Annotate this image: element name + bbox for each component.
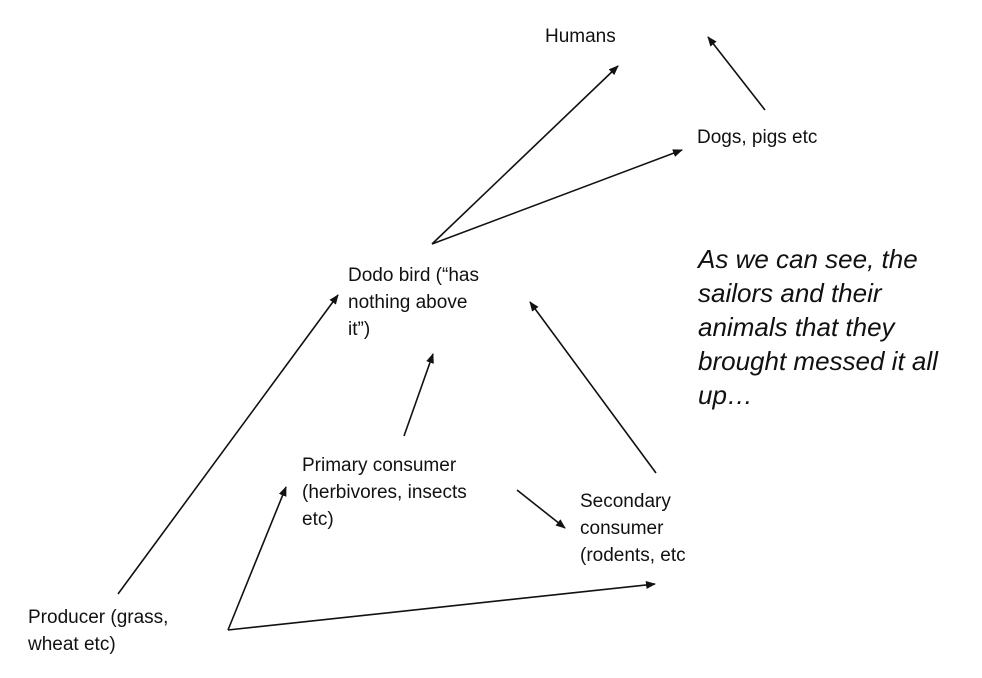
node-dodo-bird: Dodo bird (“has nothing above it”)	[348, 262, 479, 343]
arrow-producer-to-primary	[227, 486, 287, 631]
node-dodo-bird-line-2: nothing above	[348, 292, 468, 313]
arrow-secondary-to-dodo	[529, 301, 657, 474]
node-primary-consumer-line-2: (herbivores, insects	[302, 482, 467, 503]
arrow-dodo-to-dogs-pigs	[431, 149, 683, 245]
annotation-note-line-5: up…	[698, 380, 753, 410]
node-producer: Producer (grass, wheat etc)	[28, 604, 168, 658]
node-dodo-bird-line-1: Dodo bird (“has	[348, 265, 479, 286]
annotation-note-line-3: animals that they	[698, 312, 895, 342]
node-humans: Humans	[545, 23, 616, 50]
arrow-producer-to-dodo	[117, 294, 339, 595]
node-secondary-consumer-line-3: (rodents, etc	[580, 545, 686, 566]
node-producer-line-2: wheat etc)	[28, 634, 116, 655]
node-primary-consumer-line-1: Primary consumer	[302, 455, 457, 476]
annotation-note-line-2: sailors and their	[698, 278, 882, 308]
node-secondary-consumer: Secondary consumer (rodents, etc	[580, 488, 686, 569]
node-dogs-pigs: Dogs, pigs etc	[697, 124, 817, 151]
node-dogs-pigs-line-1: Dogs, pigs etc	[697, 127, 818, 148]
arrow-producer-to-secondary	[227, 580, 656, 631]
node-dodo-bird-line-3: it”)	[348, 319, 371, 340]
arrow-primary-to-secondary	[516, 489, 566, 529]
annotation-note-line-4: brought messed it all	[698, 346, 938, 376]
arrow-primary-to-dodo	[403, 353, 434, 437]
arrow-dogs-pigs-to-humans	[707, 36, 766, 111]
node-secondary-consumer-line-1: Secondary	[580, 491, 671, 512]
node-primary-consumer-line-3: etc)	[302, 509, 334, 530]
annotation-note: As we can see, the sailors and their ani…	[698, 242, 938, 412]
node-producer-line-1: Producer (grass,	[28, 607, 169, 628]
arrow-dodo-to-humans	[431, 65, 619, 245]
annotation-note-line-1: As we can see, the	[698, 244, 918, 274]
node-secondary-consumer-line-2: consumer	[580, 518, 664, 539]
node-primary-consumer: Primary consumer (herbivores, insects et…	[302, 452, 467, 533]
node-humans-line-1: Humans	[545, 26, 616, 47]
